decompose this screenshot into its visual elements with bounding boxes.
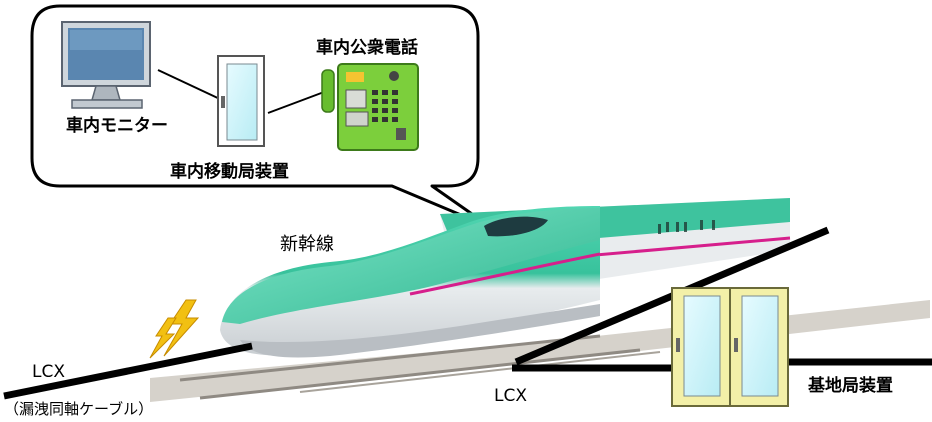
lightning-signal-icon xyxy=(149,299,200,359)
train-label: 新幹線 xyxy=(280,234,334,255)
base-station-device-icon xyxy=(671,287,789,407)
public-phone-icon xyxy=(321,63,419,151)
monitor-icon xyxy=(61,21,151,109)
base-station-label: 基地局装置 xyxy=(808,376,893,396)
shinkansen-train-image xyxy=(220,198,791,358)
mobile-station-device-icon xyxy=(217,55,265,147)
mobile-station-label: 車内移動局装置 xyxy=(170,162,289,182)
lcx-left-note: （漏洩同軸ケーブル） xyxy=(4,400,154,418)
lcx-right-label: LCX xyxy=(494,386,527,406)
lcx-cable-left xyxy=(3,342,253,400)
lcx-left-label: LCX xyxy=(32,362,65,382)
phone-label: 車内公衆電話 xyxy=(316,38,418,58)
connection-lines xyxy=(157,69,325,114)
monitor-label: 車内モニター xyxy=(66,116,168,136)
